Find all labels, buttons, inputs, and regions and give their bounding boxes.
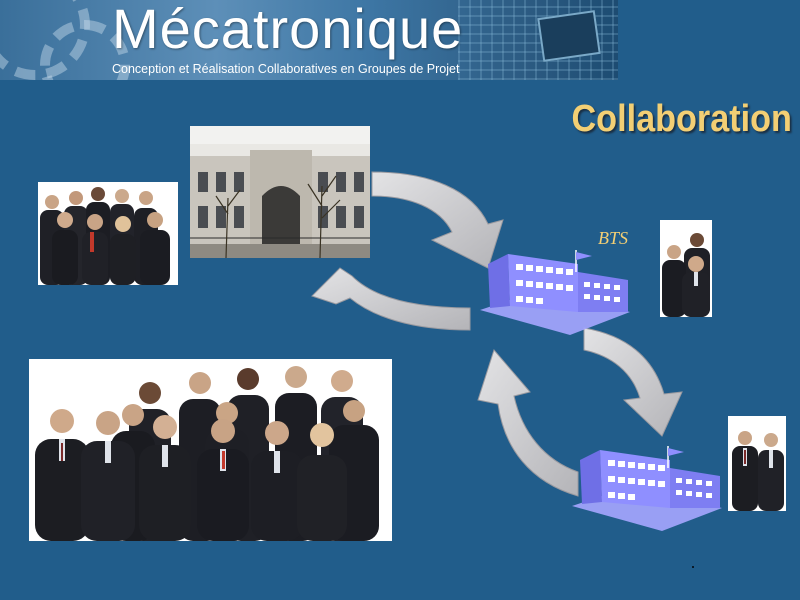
school-building-icon	[572, 446, 722, 531]
student-photo-bottom	[728, 416, 786, 511]
gear-decoration	[40, 20, 130, 80]
arrow-to-school-icon	[371, 171, 504, 269]
stray-dot	[692, 566, 694, 568]
university-building-photo	[190, 126, 370, 258]
team-photo-small	[38, 182, 178, 285]
arrow-to-group-icon	[311, 267, 471, 331]
header-banner: Mécatronique Conception et Réalisation C…	[0, 0, 618, 80]
team-photo-large	[29, 359, 392, 541]
arrow-return-icon	[477, 348, 579, 497]
student-photo-top	[660, 220, 712, 317]
banner-title: Mécatronique	[112, 0, 464, 60]
arrow-to-second-school-icon	[583, 327, 683, 437]
school-building-icon	[480, 250, 630, 335]
slide-title: Collaboration	[571, 98, 792, 140]
bts-label: BTS	[598, 228, 629, 248]
banner-subtitle: Conception et Réalisation Collaboratives…	[112, 62, 460, 76]
